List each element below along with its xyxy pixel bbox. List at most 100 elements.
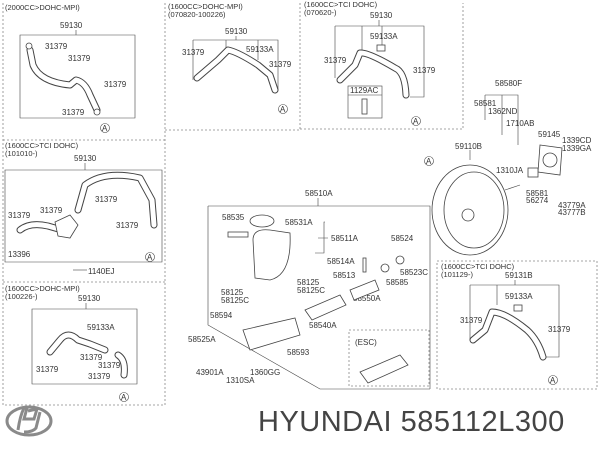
marker-a-icon xyxy=(145,252,155,262)
svg-text:(ESC): (ESC) xyxy=(355,338,377,347)
svg-text:A: A xyxy=(102,124,108,133)
svg-text:58514A: 58514A xyxy=(327,257,355,266)
svg-text:A: A xyxy=(121,393,127,402)
svg-text:A: A xyxy=(550,376,556,385)
panel-1600cc-tci-dohc-101010: (1600CC>TCI DOHC) (101010-) 59130 31379 … xyxy=(4,141,163,276)
svg-text:31379: 31379 xyxy=(269,60,292,69)
svg-text:58594: 58594 xyxy=(210,311,233,320)
svg-text:59133A: 59133A xyxy=(505,292,533,301)
svg-text:31379: 31379 xyxy=(36,365,59,374)
svg-text:(1600CC>DOHC-MPI): (1600CC>DOHC-MPI) xyxy=(5,284,80,293)
svg-text:A: A xyxy=(426,157,432,166)
svg-text:58523C: 58523C xyxy=(400,268,428,277)
svg-text:59130: 59130 xyxy=(370,11,393,20)
svg-text:13396: 13396 xyxy=(8,250,31,259)
svg-text:(1600CC>DOHC-MPI): (1600CC>DOHC-MPI) xyxy=(168,2,243,11)
marker-a-icon xyxy=(548,375,558,385)
svg-text:59133A: 59133A xyxy=(370,32,398,41)
svg-text:59133A: 59133A xyxy=(246,45,274,54)
svg-text:(2000CC>DOHC-MPI): (2000CC>DOHC-MPI) xyxy=(5,3,80,12)
panel-1600cc-tci-dohc-070620: (1600CC>TCI DOHC) (070620-) 59130 59133A… xyxy=(304,0,436,126)
svg-text:1339CD: 1339CD xyxy=(562,136,592,145)
svg-text:58580F: 58580F xyxy=(495,79,522,88)
svg-text:31379: 31379 xyxy=(104,80,127,89)
svg-text:(100226-): (100226-) xyxy=(5,292,38,301)
marker-a-icon xyxy=(100,123,110,133)
svg-text:59131B: 59131B xyxy=(505,271,533,280)
svg-text:43777B: 43777B xyxy=(558,208,586,217)
svg-text:31379: 31379 xyxy=(62,108,85,117)
panel-1600cc-tci-dohc-101129: (1600CC>TCI DOHC) (101129-) 59131B 59133… xyxy=(441,262,571,385)
svg-text:56274: 56274 xyxy=(526,196,549,205)
marker-a-icon xyxy=(411,116,421,126)
panel-1600cc-dohc-mpi-100226: (1600CC>DOHC-MPI) (100226-) 59130 59133A… xyxy=(5,284,138,402)
svg-text:43901A: 43901A xyxy=(196,368,224,377)
svg-text:43779A: 43779A xyxy=(558,201,586,210)
svg-text:58125: 58125 xyxy=(297,278,320,287)
svg-text:31379: 31379 xyxy=(548,325,571,334)
svg-text:(101129-): (101129-) xyxy=(441,270,473,279)
svg-text:58581: 58581 xyxy=(526,189,549,198)
master-cylinder-group: 58510A 58535 58531A 58511A 58524 58514A … xyxy=(188,189,431,390)
svg-text:31379: 31379 xyxy=(98,361,121,370)
svg-text:58550A: 58550A xyxy=(353,294,381,303)
hyundai-logo xyxy=(5,405,53,437)
svg-text:58581: 58581 xyxy=(474,99,497,108)
svg-text:31379: 31379 xyxy=(460,316,483,325)
svg-text:31379: 31379 xyxy=(45,42,68,51)
svg-text:31379: 31379 xyxy=(68,54,91,63)
bolt-icon xyxy=(361,98,368,115)
panel-borders xyxy=(2,3,598,406)
svg-text:1310JA: 1310JA xyxy=(496,166,524,175)
svg-text:(1600CC>TCI DOHC): (1600CC>TCI DOHC) xyxy=(441,262,515,271)
svg-text:A: A xyxy=(413,117,419,126)
svg-text:31379: 31379 xyxy=(8,211,31,220)
svg-text:1310SA: 1310SA xyxy=(226,376,255,385)
svg-text:58511A: 58511A xyxy=(331,234,359,243)
svg-text:59133A: 59133A xyxy=(87,323,115,332)
svg-text:(101010-): (101010-) xyxy=(5,149,38,158)
svg-text:31379: 31379 xyxy=(80,353,103,362)
svg-text:31379: 31379 xyxy=(88,372,111,381)
svg-text:1140EJ: 1140EJ xyxy=(88,267,115,276)
svg-text:58585: 58585 xyxy=(386,278,409,287)
svg-text:58510A: 58510A xyxy=(305,189,333,198)
svg-text:(070820-100226): (070820-100226) xyxy=(168,10,226,19)
svg-text:58535: 58535 xyxy=(222,213,245,222)
svg-text:58125C: 58125C xyxy=(297,286,325,295)
svg-text:59110B: 59110B xyxy=(455,142,482,151)
svg-text:59130: 59130 xyxy=(225,27,248,36)
svg-text:58525A: 58525A xyxy=(188,335,216,344)
svg-text:58125C: 58125C xyxy=(221,296,249,305)
svg-text:1360GG: 1360GG xyxy=(250,368,280,377)
svg-text:31379: 31379 xyxy=(182,48,205,57)
svg-text:58513: 58513 xyxy=(333,271,356,280)
svg-text:1710AB: 1710AB xyxy=(506,119,534,128)
svg-text:59130: 59130 xyxy=(74,154,97,163)
svg-text:31379: 31379 xyxy=(116,221,139,230)
svg-text:1339GA: 1339GA xyxy=(562,144,592,153)
svg-text:31379: 31379 xyxy=(40,206,63,215)
svg-text:31379: 31379 xyxy=(95,195,118,204)
svg-text:58540A: 58540A xyxy=(309,321,337,330)
svg-text:59130: 59130 xyxy=(78,294,101,303)
svg-text:58524: 58524 xyxy=(391,234,414,243)
marker-a-icon xyxy=(424,156,434,166)
svg-text:A: A xyxy=(280,105,286,114)
brand-part-number: HYUNDAI 585112L300 xyxy=(258,406,565,438)
svg-text:59130: 59130 xyxy=(60,21,83,30)
svg-text:58531A: 58531A xyxy=(285,218,313,227)
svg-text:1362ND: 1362ND xyxy=(488,107,518,116)
panel-1600cc-dohc-mpi-070820: (1600CC>DOHC-MPI) (070820-100226) 59130 … xyxy=(168,2,292,114)
svg-text:(070620-): (070620-) xyxy=(304,8,337,17)
svg-text:31379: 31379 xyxy=(324,56,347,65)
svg-text:A: A xyxy=(147,253,153,262)
svg-text:58125: 58125 xyxy=(221,288,244,297)
marker-a-icon xyxy=(278,104,288,114)
svg-text:(1600CC>TCI DOHC): (1600CC>TCI DOHC) xyxy=(5,141,79,150)
panel-2000cc-dohc-mpi: (2000CC>DOHC-MPI) 59130 31379 31379 3137… xyxy=(5,3,136,133)
svg-text:(1600CC>TCI DOHC): (1600CC>TCI DOHC) xyxy=(304,0,378,9)
marker-a-icon xyxy=(119,392,129,402)
svg-text:1129AC: 1129AC xyxy=(350,86,379,95)
